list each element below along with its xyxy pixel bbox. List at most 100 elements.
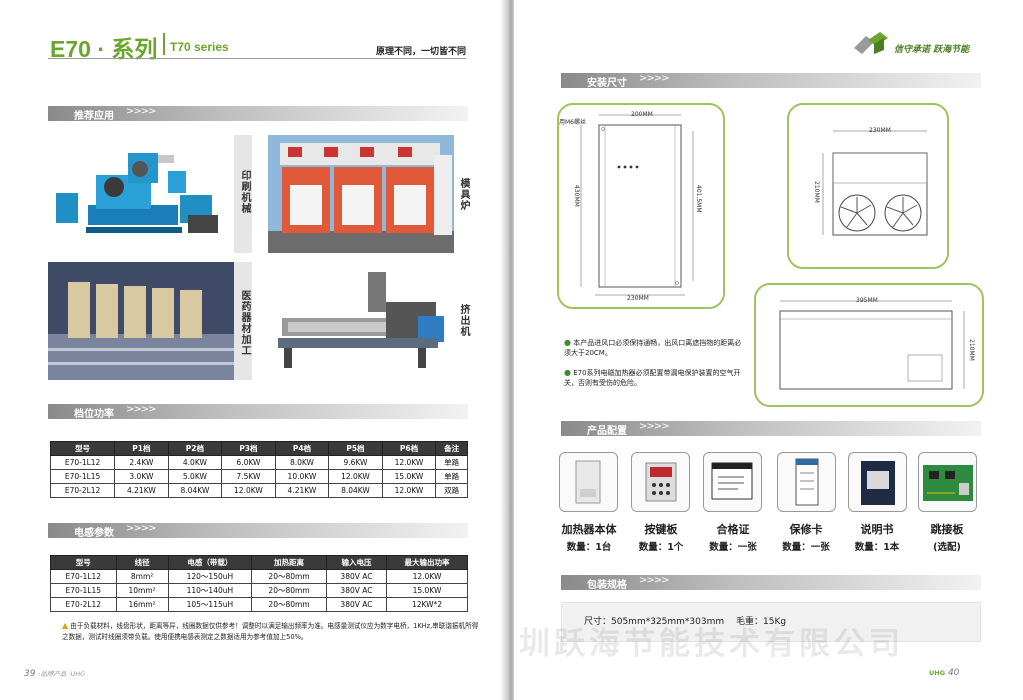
- diagram-front-view: 200MM 用M6螺丝 230MM 430MM 401.5MM: [557, 103, 725, 309]
- label-mold-furnace: 模具炉: [458, 178, 469, 211]
- packing-spec-box: 尺寸：505mm*325mm*303mm 毛重：15Kg: [561, 602, 981, 642]
- product-qty: 数量：1个: [638, 542, 684, 553]
- photo-mold-furnace: [268, 135, 454, 253]
- section-title-power: 档位功率: [74, 409, 114, 420]
- table-cell: 10.0KW: [274, 469, 330, 484]
- page-number-left: 39 ·品牌产品 ·UHG: [24, 668, 85, 679]
- section-arrows-icon: >>>>: [126, 523, 156, 534]
- page-number-right: UHG 40: [929, 668, 959, 678]
- table-header-cell: 加热距离: [251, 555, 327, 570]
- table-header-cell: P2档: [167, 441, 223, 456]
- brand-logo-icon: [854, 32, 888, 54]
- section-bar-dimensions: 安装尺寸 >>>>: [561, 73, 981, 89]
- table-cell: E70-1L15: [50, 583, 117, 598]
- table-cell: 5.0KW: [167, 469, 223, 484]
- right-page: 信守承诺 跃海节能 安装尺寸 >>>> 200MM 用M6螺丝 230MM 43…: [514, 0, 1023, 700]
- header-divider: [48, 58, 466, 59]
- product-name: 合格证: [716, 523, 750, 536]
- table-cell: 12.0KW: [381, 455, 437, 470]
- inductance-note-text: 由于负载材料，线盘形状，距离等异，线圈数据仅供参考！调整时以满足输出频率为准。电…: [62, 622, 479, 641]
- table-cell: 120～150uH: [167, 569, 253, 584]
- section-bar-inductance: 电感参数 >>>>: [48, 523, 468, 539]
- table-cell: 4.0KW: [167, 455, 223, 470]
- product-name: 加热器本体: [561, 523, 617, 536]
- label-box-extruder: [454, 262, 472, 380]
- install-note-text: 本产品进风口必须保持通畅，出风口离遮挡物的距离必须大于20CM。: [564, 339, 742, 357]
- label-box-medical: [234, 262, 252, 380]
- product-name: 说明书: [860, 523, 894, 536]
- label-printing-machine: 印刷机械: [239, 170, 250, 214]
- left-page: E70 · 系列 T70 series 原理不同，一切皆不同 推荐应用 >>>>…: [0, 0, 506, 700]
- table-cell: 4.21KW: [274, 483, 330, 498]
- table-cell: 15.0KW: [385, 583, 469, 598]
- table-header-cell: P4档: [274, 441, 330, 456]
- dim-top: 395MM: [856, 297, 878, 304]
- section-arrows-icon: >>>>: [639, 575, 669, 586]
- inductance-table: 型号 线径 电感（带载） 加热距离 输入电压 最大输出功率 E70-1L12 8…: [50, 555, 469, 612]
- table-header-cell: 备注: [435, 441, 468, 456]
- table-cell: 105～115uH: [167, 597, 253, 612]
- section-bar-config: 产品配置 >>>>: [561, 421, 981, 437]
- table-row: E70-2L12 16mm² 105～115uH 20～80mm 380V AC…: [50, 597, 469, 612]
- packing-spec: 尺寸：505mm*325mm*303mm 毛重：15Kg: [584, 617, 787, 627]
- power-table: 型号 P1档 P2档 P3档 P4档 P5档 P6档 备注 E70-1L12 2…: [49, 441, 468, 498]
- table-cell: 15.0KW: [381, 469, 437, 484]
- table-header-cell: P6档: [381, 441, 437, 456]
- label-box-printing: [234, 135, 252, 253]
- table-header-cell: 输入电压: [325, 555, 387, 570]
- label-box-furnace: [454, 135, 472, 253]
- table-cell: 20～80mm: [251, 597, 327, 612]
- product-name: 保修卡: [789, 523, 823, 536]
- table-cell: 110～140uH: [167, 583, 253, 598]
- section-bar-power: 档位功率 >>>>: [48, 404, 468, 420]
- section-title-applications: 推荐应用: [74, 111, 114, 122]
- label-medical-equipment: 医药器材加工: [239, 290, 250, 356]
- section-title-config: 产品配置: [587, 426, 627, 437]
- product-qty: 数量：1本: [854, 542, 900, 553]
- section-title-dimensions: 安装尺寸: [587, 78, 627, 89]
- table-cell: 7.5KW: [221, 469, 276, 484]
- table-cell: E70-1L15: [49, 469, 116, 484]
- dim-left: 430MM: [573, 185, 580, 207]
- bullet-icon: ●: [564, 368, 571, 377]
- table-row: E70-1L12 8mm² 120～150uH 20～80mm 380V AC …: [50, 569, 469, 584]
- product-name: 跳接板: [930, 523, 964, 536]
- table-cell: E70-1L12: [50, 569, 117, 584]
- install-note-text: E70系列电磁加热器必须配置带漏电保护装置的空气开关，否则有受伤的危险。: [564, 369, 741, 387]
- table-cell: 20～80mm: [251, 569, 327, 584]
- product-qty: 数量：一张: [782, 542, 830, 553]
- photo-medical-equipment: [48, 262, 234, 380]
- product-qty: (选配): [933, 542, 961, 553]
- product-certificate: [703, 452, 762, 512]
- table-cell: 9.6KW: [328, 455, 383, 470]
- table-row: E70-1L15 3.0KW 5.0KW 7.5KW 10.0KW 12.0KW…: [49, 469, 468, 484]
- inductance-note: ▲ 由于负载材料，线盘形状，距离等异，线圈数据仅供参考！调整时以满足输出频率为准…: [62, 620, 482, 643]
- section-title-packing: 包装规格: [587, 580, 627, 591]
- table-row: E70-1L15 10mm² 110～140uH 20～80mm 380V AC…: [50, 583, 469, 598]
- dim-right: 401.5MM: [695, 185, 702, 213]
- title-separator: [163, 33, 165, 55]
- table-row: E70-1L12 2.4KW 4.0KW 6.0KW 8.0KW 9.6KW 1…: [49, 455, 468, 470]
- table-header-cell: P5档: [328, 441, 383, 456]
- folio-brand: UHG: [929, 669, 946, 677]
- table-cell: E70-2L12: [50, 597, 117, 612]
- table-header-cell: P1档: [114, 441, 169, 456]
- table-cell: E70-2L12: [49, 483, 116, 498]
- diagram-top-view: 230MM 210MM: [787, 103, 949, 269]
- power-table-header: 型号 P1档 P2档 P3档 P4档 P5档 P6档 备注: [49, 441, 468, 456]
- bullet-icon: ●: [564, 338, 571, 347]
- brand-slogan: 信守承诺 跃海节能: [894, 45, 970, 55]
- dim-top: 230MM: [869, 127, 891, 134]
- section-bar-applications: 推荐应用 >>>>: [48, 106, 468, 122]
- table-cell: 8mm²: [115, 569, 169, 584]
- install-note-1: ● 本产品进风口必须保持通畅，出风口离遮挡物的距离必须大于20CM。: [564, 338, 744, 358]
- series-title: E70 · 系列: [50, 36, 158, 62]
- section-arrows-icon: >>>>: [126, 404, 156, 415]
- table-cell: 12.0KW: [381, 483, 437, 498]
- product-jumper-board: [918, 452, 977, 512]
- company-watermark: 深圳跃海节能技术有限公司: [514, 626, 904, 662]
- folio-subtitle: ·品牌产品 ·UHG: [38, 670, 86, 678]
- table-cell: 单路: [435, 455, 468, 470]
- table-cell: 380V AC: [325, 597, 387, 612]
- table-cell: 20～80mm: [251, 583, 327, 598]
